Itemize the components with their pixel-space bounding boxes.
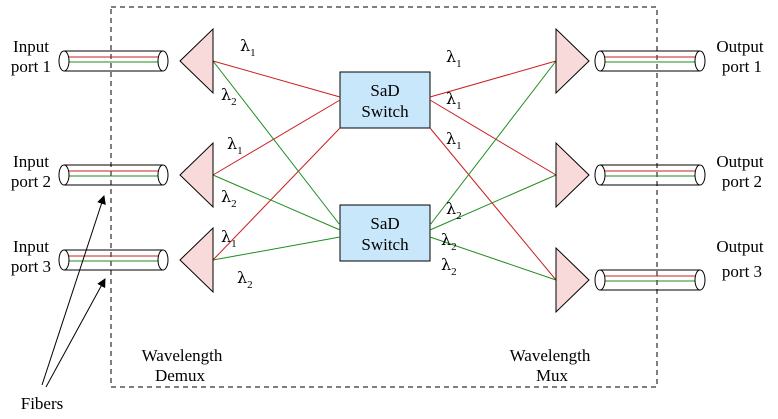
switch-1-label-line1: SaD — [370, 81, 399, 100]
sad-switch-1 — [339, 71, 431, 129]
lambda-2-label: λ2 — [441, 255, 457, 278]
fibers-label: Fibers — [21, 394, 64, 413]
lambda-2-label: λ2 — [221, 85, 237, 108]
output-fiber-2 — [594, 164, 706, 186]
lambda-1-label: λ1 — [240, 36, 256, 59]
system-boundary — [110, 6, 658, 388]
lambda-2-label: λ2 — [441, 230, 457, 253]
demux-2 — [179, 141, 214, 209]
lambda-1-label: λ1 — [446, 47, 462, 70]
input-port-2-line2: port 2 — [11, 172, 51, 191]
output-fiber-1 — [594, 50, 706, 72]
demux-1 — [179, 27, 214, 95]
switch-1-label-line2: Switch — [361, 102, 409, 121]
demux-3 — [179, 226, 214, 294]
lambda1-links-demux — [212, 60, 341, 261]
mux-caption-line1: Wavelength — [510, 346, 591, 365]
lambda-2-label: λ2 — [237, 268, 253, 291]
lambda2-links-mux — [429, 60, 557, 281]
mux-caption-line2: Mux — [536, 366, 569, 385]
fiber-pointer-arrow-1 — [41, 195, 106, 386]
lambda-1-label: λ1 — [221, 227, 237, 250]
output-port-2-line1: Output — [716, 152, 764, 171]
input-fiber-2 — [58, 164, 169, 186]
input-port-3-line1: Input — [13, 237, 49, 256]
sad-switch-2 — [339, 204, 431, 262]
mux-1 — [555, 27, 590, 95]
output-port-2-line2: port 2 — [722, 172, 762, 191]
fiber-pointer-arrow-2 — [45, 278, 106, 388]
output-port-3-line1: Output — [716, 237, 764, 256]
input-fiber-3 — [58, 249, 169, 271]
input-port-1-line1: Input — [13, 37, 49, 56]
input-port-2-line1: Input — [13, 152, 49, 171]
lambda-2-label: λ2 — [221, 187, 237, 210]
mux-3 — [555, 246, 590, 314]
output-port-1-line2: port 1 — [722, 57, 762, 76]
output-port-3-line2: port 3 — [722, 262, 762, 281]
lambda-1-label: λ1 — [227, 134, 243, 157]
output-fiber-3 — [594, 269, 706, 291]
lambda-labels: λ1 λ2 λ1 λ2 λ1 λ2 λ1 λ1 λ1 λ2 λ2 λ2 — [221, 36, 462, 291]
lambda-1-label: λ1 — [446, 129, 462, 152]
demux-caption-line2: Demux — [155, 366, 206, 385]
switch-2-label-line1: SaD — [370, 214, 399, 233]
input-port-1-line2: port 1 — [11, 57, 51, 76]
lambda2-links-demux — [212, 60, 341, 261]
lambda1-links-mux — [429, 60, 557, 281]
output-port-1-line1: Output — [716, 37, 764, 56]
lambda-2-label: λ2 — [446, 199, 462, 222]
mux-2 — [555, 141, 590, 209]
input-port-3-line2: port 3 — [11, 257, 51, 276]
switch-2-label-line2: Switch — [361, 235, 409, 254]
lambda-1-label: λ1 — [446, 89, 462, 112]
demux-caption-line1: Wavelength — [142, 346, 223, 365]
input-fiber-1 — [58, 50, 169, 72]
